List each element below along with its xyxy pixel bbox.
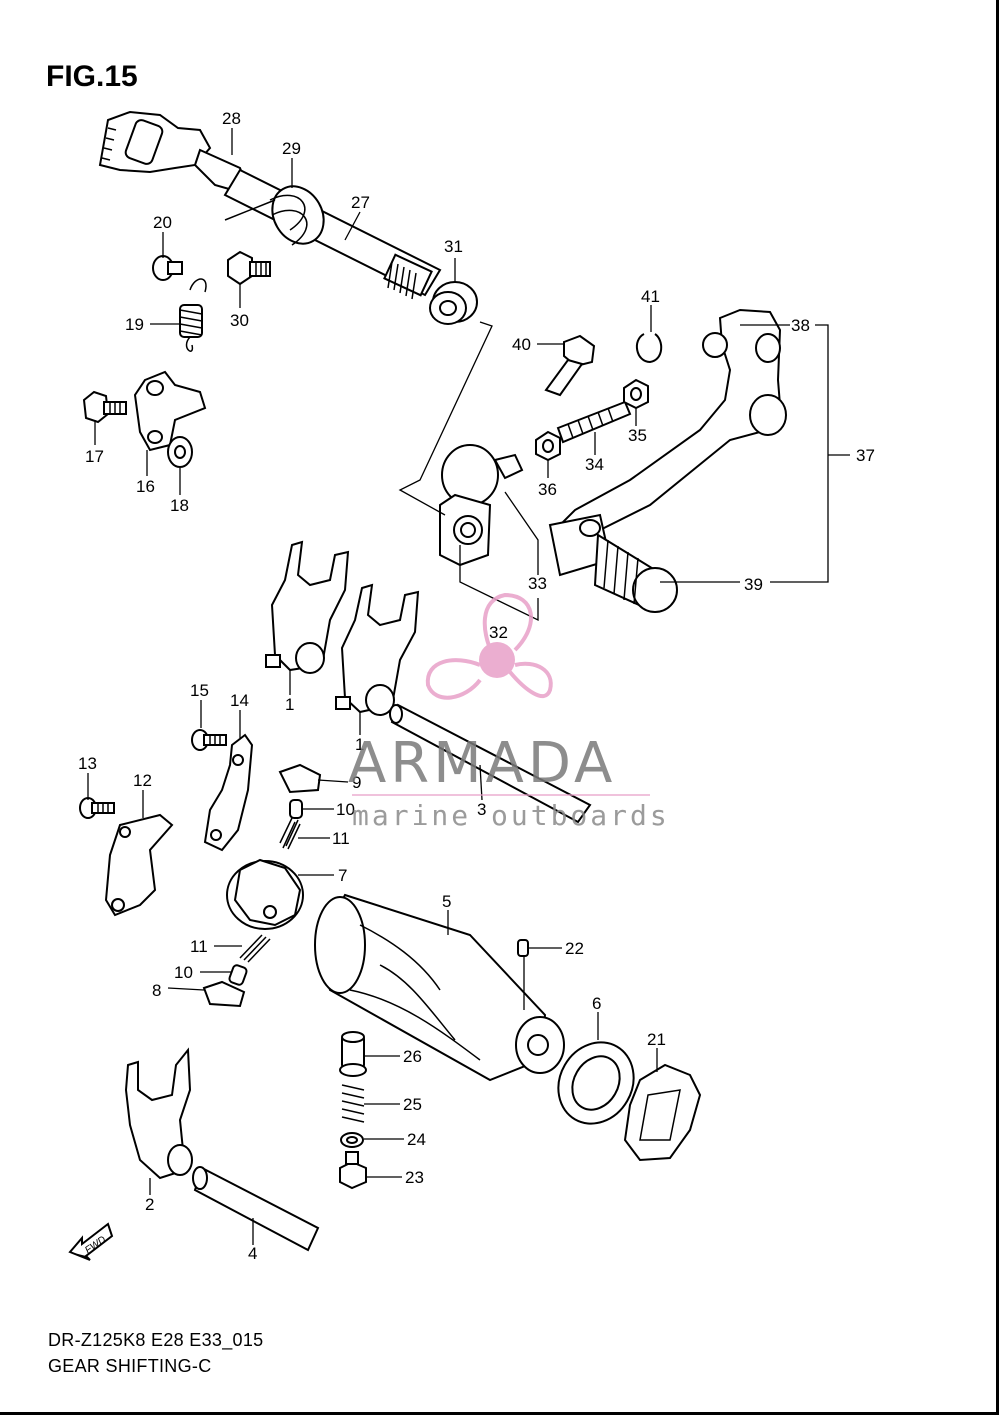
callout-34: 34 [585, 455, 604, 474]
shift-fork-2 [124, 1047, 193, 1180]
callout-36: 36 [538, 480, 557, 499]
callout-31: 31 [444, 237, 463, 256]
callout-7: 7 [338, 866, 347, 885]
stopper-plate-16 [133, 370, 207, 452]
callout-3: 3 [477, 800, 486, 819]
washer-18 [167, 436, 193, 468]
washer-6 [557, 1041, 635, 1125]
gearshift-lever-37 [548, 308, 787, 577]
callout-40: 40 [512, 335, 531, 354]
cam-7 [226, 858, 304, 930]
leader-lines [87, 128, 850, 1245]
fork-shaft-3 [389, 703, 592, 824]
spring-19 [179, 278, 207, 352]
nut-36 [535, 430, 561, 462]
callout-6: 6 [592, 994, 601, 1013]
shift-arm-33 [439, 444, 524, 567]
callout-32: 32 [489, 623, 508, 642]
callout-11a: 11 [332, 829, 350, 848]
callout-35: 35 [628, 426, 647, 445]
propeller-logo-icon [425, 592, 553, 700]
pin-10a [289, 799, 303, 819]
pin-10b [228, 964, 248, 986]
callout-19: 19 [125, 315, 144, 334]
callout-38: 38 [791, 316, 810, 335]
callout-20: 20 [153, 213, 172, 232]
bolt-17 [82, 390, 127, 424]
callout-4: 4 [248, 1244, 257, 1263]
spring-11b [239, 934, 271, 963]
callout-24: 24 [407, 1130, 426, 1149]
callout-17: 17 [85, 447, 104, 466]
clip-41 [635, 333, 663, 364]
bolt-40 [544, 334, 596, 397]
caption-name: GEAR SHIFTING-C [48, 1356, 212, 1376]
shift-shaft-assembly [98, 110, 442, 300]
callout-10b: 10 [174, 963, 193, 982]
callout-39: 39 [744, 575, 763, 594]
callout-12: 12 [133, 771, 152, 790]
watermark-brand: ARMADA [348, 731, 616, 796]
callout-23: 23 [405, 1168, 424, 1187]
spring-25 [341, 1084, 365, 1123]
plate-14 [203, 733, 254, 852]
washer-24 [340, 1132, 364, 1148]
callout-1a: 1 [285, 695, 294, 714]
fork-shaft-4 [192, 1166, 320, 1252]
callout-25: 25 [403, 1095, 422, 1114]
watermark: ARMADA marine outboards [348, 592, 670, 832]
callout-13: 13 [78, 754, 97, 773]
shift-fork-1a [265, 540, 350, 674]
callout-30: 30 [230, 311, 249, 330]
pawl-8 [202, 980, 246, 1008]
callout-27: 27 [351, 193, 370, 212]
screw-15 [191, 729, 227, 751]
fwd-arrow-icon: FWD [68, 1222, 114, 1261]
shift-drum-5 [314, 893, 565, 1082]
callout-37: 37 [856, 446, 875, 465]
pin-26 [339, 1031, 367, 1077]
callout-21: 21 [647, 1030, 666, 1049]
callout-11b: 11 [190, 937, 208, 956]
pawl-9 [278, 763, 322, 794]
callout-5: 5 [442, 892, 451, 911]
callout-14: 14 [230, 691, 249, 710]
plate-12 [104, 813, 174, 917]
cam-gear-21 [623, 1063, 702, 1162]
figure-title: FIG.15 [46, 60, 138, 93]
callout-1b: 1 [355, 735, 364, 754]
callout-labels: 28 29 27 31 20 30 19 17 16 18 40 41 38 3… [78, 109, 875, 1263]
callout-33: 33 [528, 574, 547, 593]
watermark-tagline: marine outboards [352, 799, 670, 832]
callout-9: 9 [352, 773, 361, 792]
shift-fork-1b [335, 583, 420, 716]
callout-2: 2 [145, 1195, 154, 1214]
callout-41: 41 [641, 287, 660, 306]
callout-26: 26 [403, 1047, 422, 1066]
bearing-31 [429, 281, 478, 325]
callout-16: 16 [136, 477, 155, 496]
pin-20 [152, 255, 183, 281]
plug-23 [339, 1151, 367, 1190]
callout-18: 18 [170, 496, 189, 515]
callout-29: 29 [282, 139, 301, 158]
callout-8: 8 [152, 981, 161, 1000]
screw-13 [79, 797, 115, 819]
callout-22: 22 [565, 939, 584, 958]
caption-model: DR-Z125K8 E28 E33_015 [48, 1330, 264, 1350]
nut-35 [623, 378, 649, 410]
bolt-30 [227, 250, 271, 286]
footpeg-39 [593, 533, 678, 613]
spring-11a [279, 817, 301, 850]
callout-15: 15 [190, 681, 209, 700]
callout-28: 28 [222, 109, 241, 128]
callout-10a: 10 [336, 800, 355, 819]
bolt-34 [556, 400, 632, 444]
